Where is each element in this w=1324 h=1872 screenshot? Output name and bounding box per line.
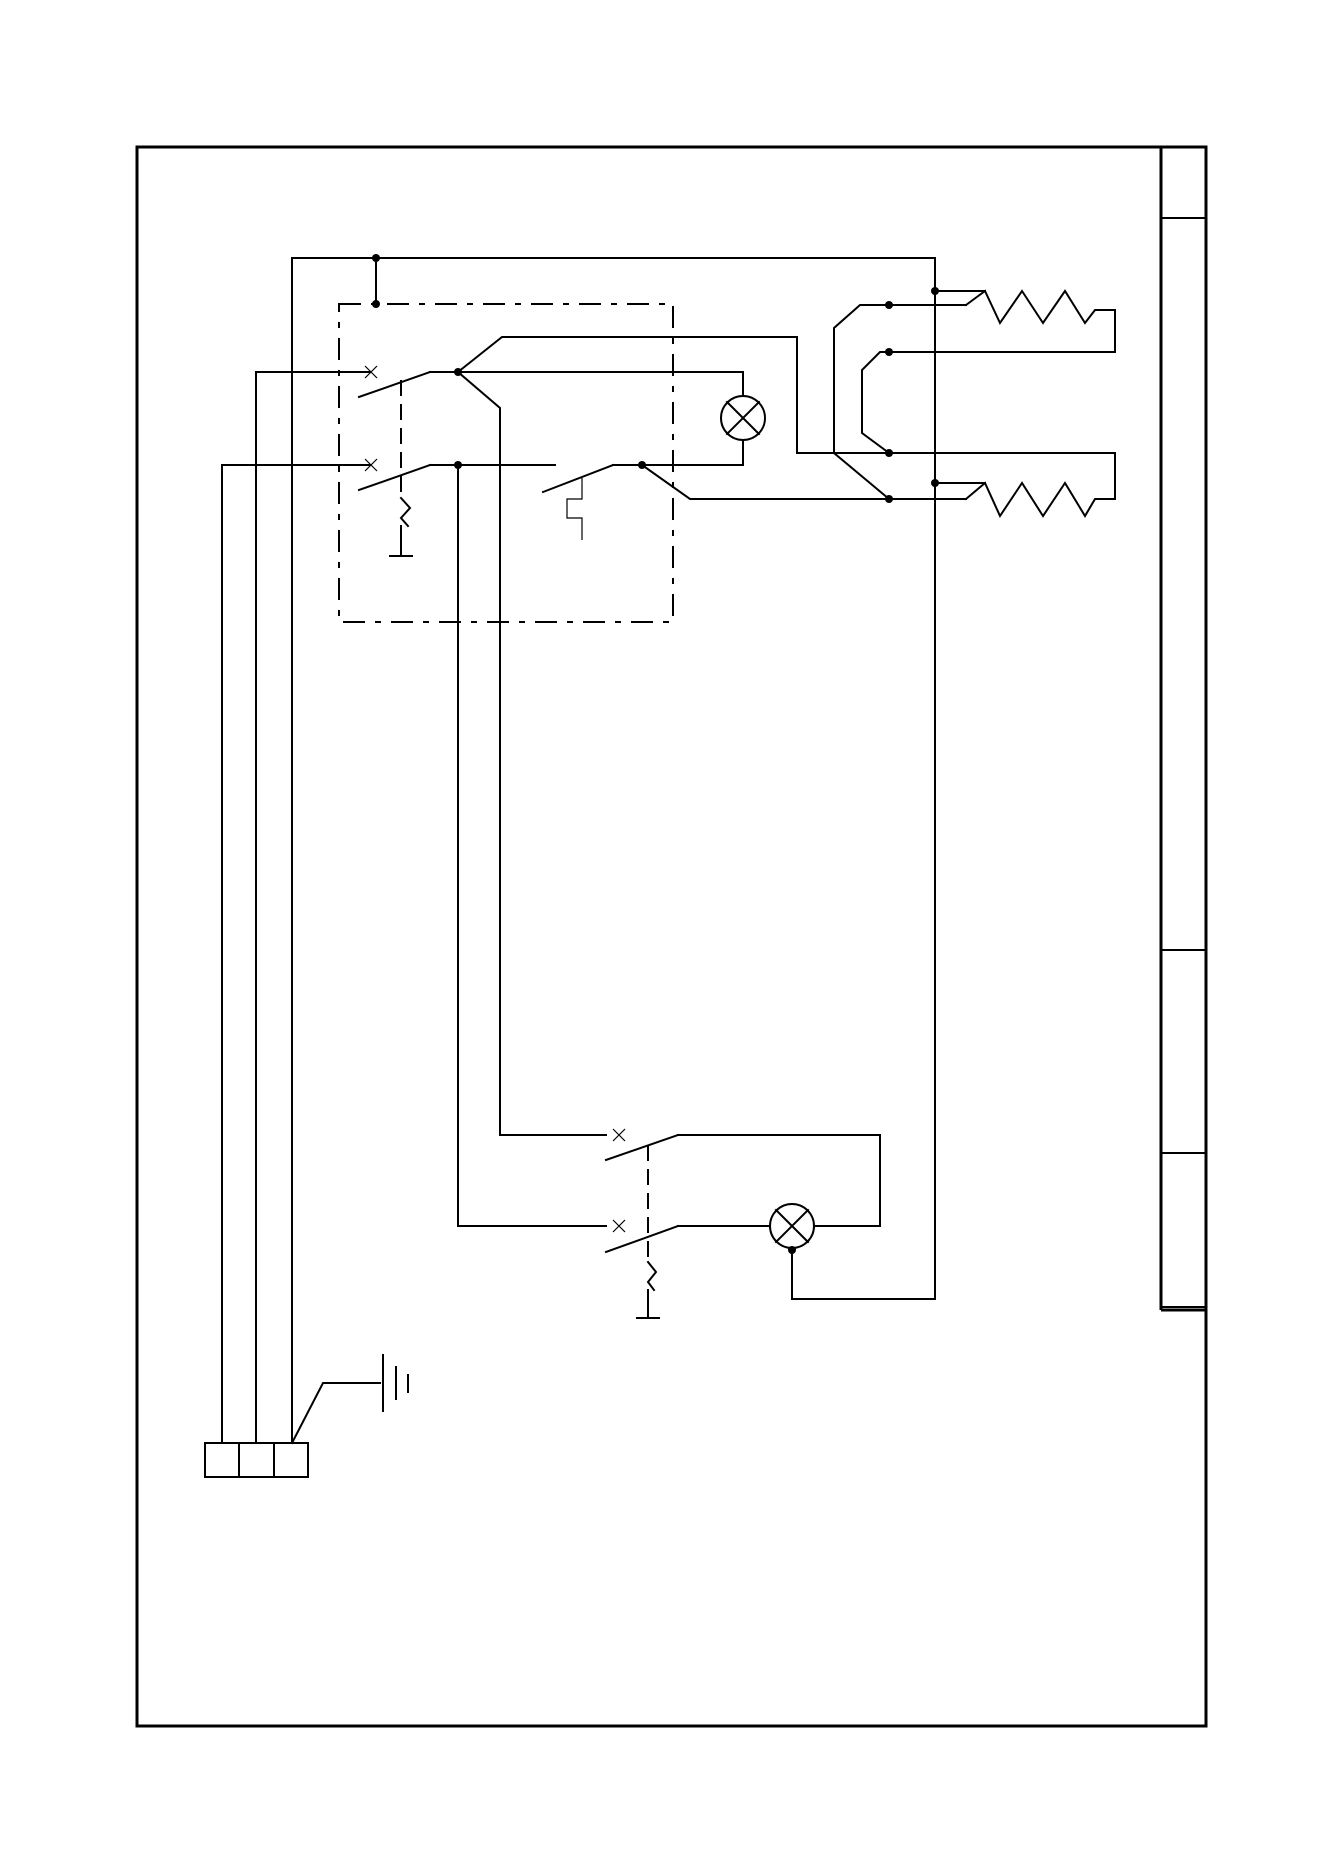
- switch-spring: [401, 498, 410, 526]
- drawing-frame: [137, 147, 1206, 1726]
- resistor-icon: [966, 291, 1115, 352]
- top-bus-wire: [292, 254, 939, 1443]
- thermostat-blade: [543, 465, 613, 492]
- switch-blade: [606, 1135, 678, 1160]
- switch-contact-mark: [613, 1220, 625, 1232]
- ground-icon: [292, 1355, 408, 1443]
- switch-spring: [648, 1262, 656, 1290]
- terminal-block: [205, 1443, 308, 1477]
- resistor-icon: [966, 453, 1115, 516]
- indicator-lamp-icon: [642, 395, 765, 465]
- switch-contact-mark: [613, 1129, 625, 1141]
- control-switch: [359, 366, 458, 556]
- sheet-border: [137, 147, 1206, 1726]
- switch-blade: [606, 1226, 678, 1252]
- element-wiring: [834, 258, 1115, 1299]
- supply-wires: [222, 372, 370, 1443]
- control-unit-enclosure: [339, 304, 673, 622]
- indicator-lamp-icon: [770, 1204, 935, 1299]
- switch-blade: [359, 465, 430, 490]
- switch-blade: [359, 372, 430, 397]
- thermostat-icon: [567, 478, 582, 540]
- door-switch: [606, 1129, 880, 1318]
- control-wiring: [454, 337, 889, 1226]
- thermostat: [543, 461, 889, 540]
